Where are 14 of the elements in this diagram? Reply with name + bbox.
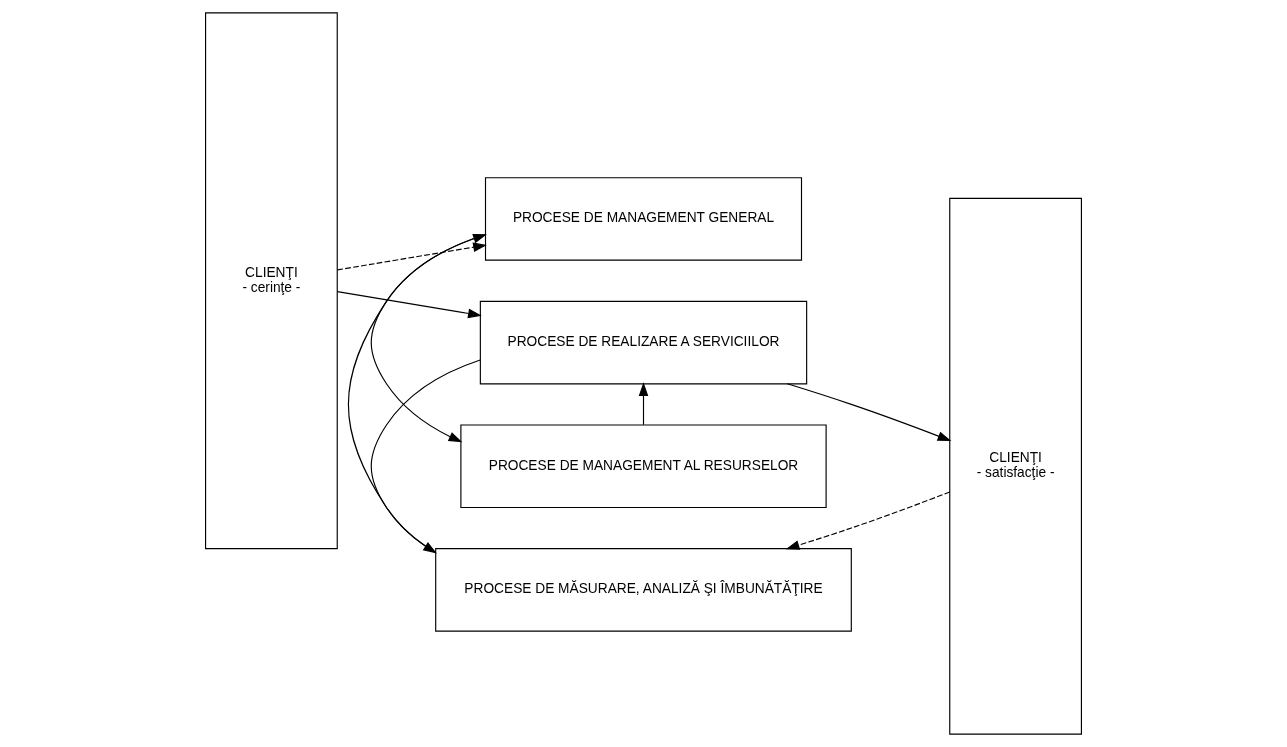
node-box: PROCESE DE MANAGEMENT AL RESURSELOR (460, 424, 827, 508)
node-box: CLIENŢI - satisfacţie - (949, 197, 1082, 735)
arrow (785, 491, 951, 550)
node-box: PROCESE DE REALIZARE A SERVICIILOR (479, 300, 808, 385)
node-box: CLIENŢI - cerinţe - (205, 12, 338, 550)
arrow (336, 291, 482, 319)
node-box: PROCESE DE MĂSURARE, ANALIZĂ ŞI ÎMBUNĂTĂŢIRE (435, 548, 852, 632)
arrow (638, 382, 649, 426)
arrow (347, 234, 487, 554)
arrow (370, 359, 481, 554)
arrow (786, 383, 952, 442)
arrow (370, 234, 486, 443)
node-box: PROCESE DE MANAGEMENT GENERAL (484, 177, 803, 261)
arrow (336, 242, 487, 271)
